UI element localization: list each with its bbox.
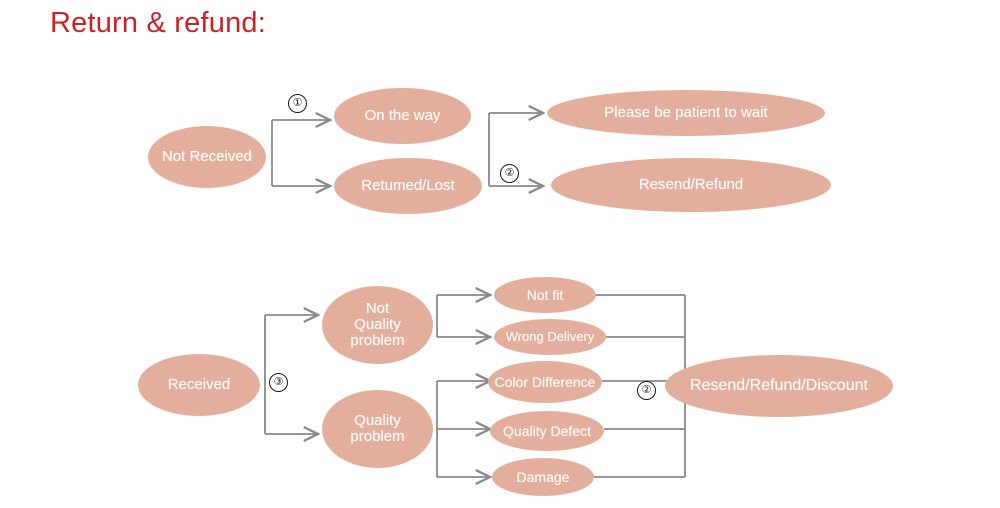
node-damage[interactable]: Damage: [492, 458, 594, 496]
step-marker-3: ③: [269, 373, 288, 392]
node-not-quality-problem-text: Not Quality problem: [322, 286, 433, 364]
node-quality-defect[interactable]: Quality Defect: [490, 411, 604, 451]
node-not-quality-problem[interactable]: Not: [322, 286, 433, 364]
step-marker-1: ①: [288, 94, 307, 113]
node-color-difference[interactable]: Color Difference: [488, 361, 602, 403]
node-label: Not Received: [161, 148, 253, 166]
node-label-line-1: Quality: [354, 412, 401, 430]
node-quality-problem[interactable]: Quality problem: [322, 390, 433, 468]
node-wrong-delivery[interactable]: Wrong Delivery: [494, 319, 606, 355]
step-marker-2-lower: ②: [637, 381, 656, 400]
node-on-the-way[interactable]: On the way: [334, 88, 471, 144]
node-label: Please be patient to wait: [604, 104, 768, 122]
node-label: Not fit: [526, 286, 564, 303]
node-label-line-2: problem: [350, 428, 405, 445]
node-not-fit[interactable]: Not fit: [494, 277, 596, 313]
node-label: Retumed/Lost: [361, 177, 455, 195]
node-label: Resend/Refund: [638, 176, 744, 194]
node-label: Damage: [516, 468, 570, 485]
node-label: Wrong Delivery: [505, 329, 595, 345]
node-resend-refund-discount[interactable]: Resend/Refund/Discount: [665, 355, 893, 417]
node-not-received[interactable]: Not Received: [148, 126, 266, 188]
node-label-line-2: Quality: [354, 316, 401, 334]
node-received[interactable]: Received: [138, 354, 260, 416]
node-label: Received: [167, 376, 231, 394]
node-returned-lost[interactable]: Retumed/Lost: [334, 158, 482, 214]
node-label: Quality Defect: [503, 422, 591, 439]
node-please-be-patient-to-wait[interactable]: Please be patient to wait: [547, 90, 825, 136]
node-label-line-1b: Not: [365, 300, 390, 318]
step-marker-2: ②: [500, 164, 519, 183]
node-label: On the way: [364, 107, 441, 125]
page-title: Return & refund:: [50, 7, 266, 39]
node-label: Color Difference: [494, 373, 596, 390]
node-resend-refund[interactable]: Resend/Refund: [551, 158, 831, 212]
node-label: Resend/Refund/Discount: [690, 376, 868, 394]
node-label-line-3: problem: [350, 331, 405, 349]
